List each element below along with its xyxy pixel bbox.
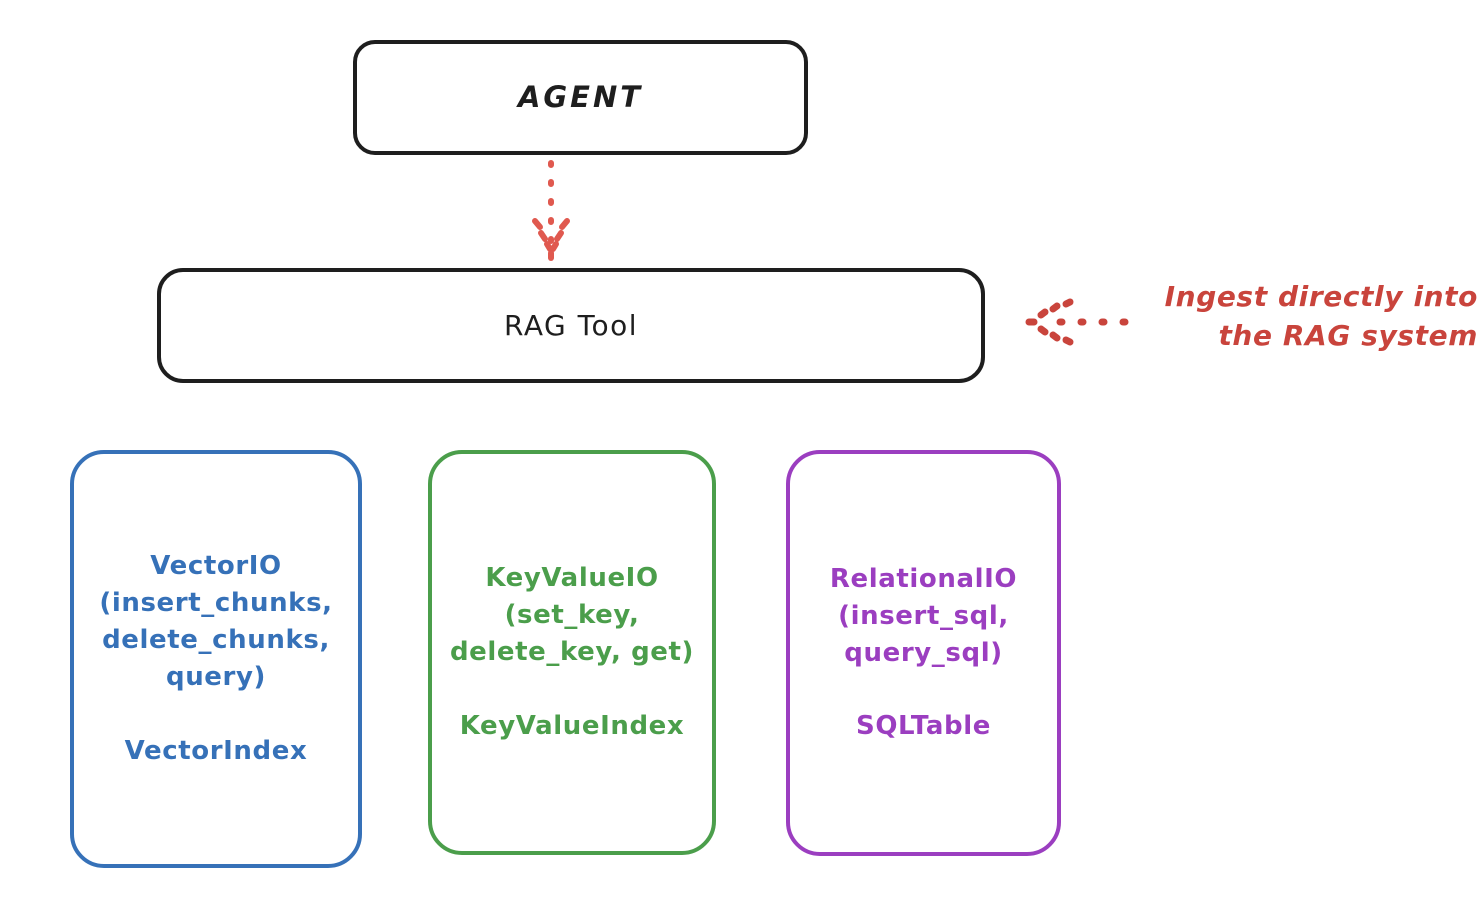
dotted-arrow-left-icon [1025,298,1074,346]
node-agent-label: AGENT [517,80,644,115]
node-rag-tool[interactable]: RAG Tool [157,268,985,383]
node-vector-io[interactable]: VectorIO (insert_chunks, delete_chunks, … [70,450,362,868]
connector-ingest-annotation [1025,298,1139,346]
node-agent[interactable]: AGENT [353,40,808,155]
node-vector-io-label: VectorIO (insert_chunks, delete_chunks, … [99,551,333,766]
node-key-value-io-label: KeyValueIO (set_key, delete_key, get) Ke… [449,563,695,741]
node-relational-io[interactable]: RelationalIO (insert_sql, query_sql) SQL… [786,450,1061,856]
annotation-ingest-text: Ingest directly into the RAG system [1164,280,1478,352]
chevron-down-icon [532,218,570,261]
node-rag-tool-label: RAG Tool [504,308,638,342]
node-relational-io-label: RelationalIO (insert_sql, query_sql) SQL… [829,563,1018,742]
node-key-value-io[interactable]: KeyValueIO (set_key, delete_key, get) Ke… [428,450,716,855]
connector-agent-to-rag-tool [532,160,570,261]
